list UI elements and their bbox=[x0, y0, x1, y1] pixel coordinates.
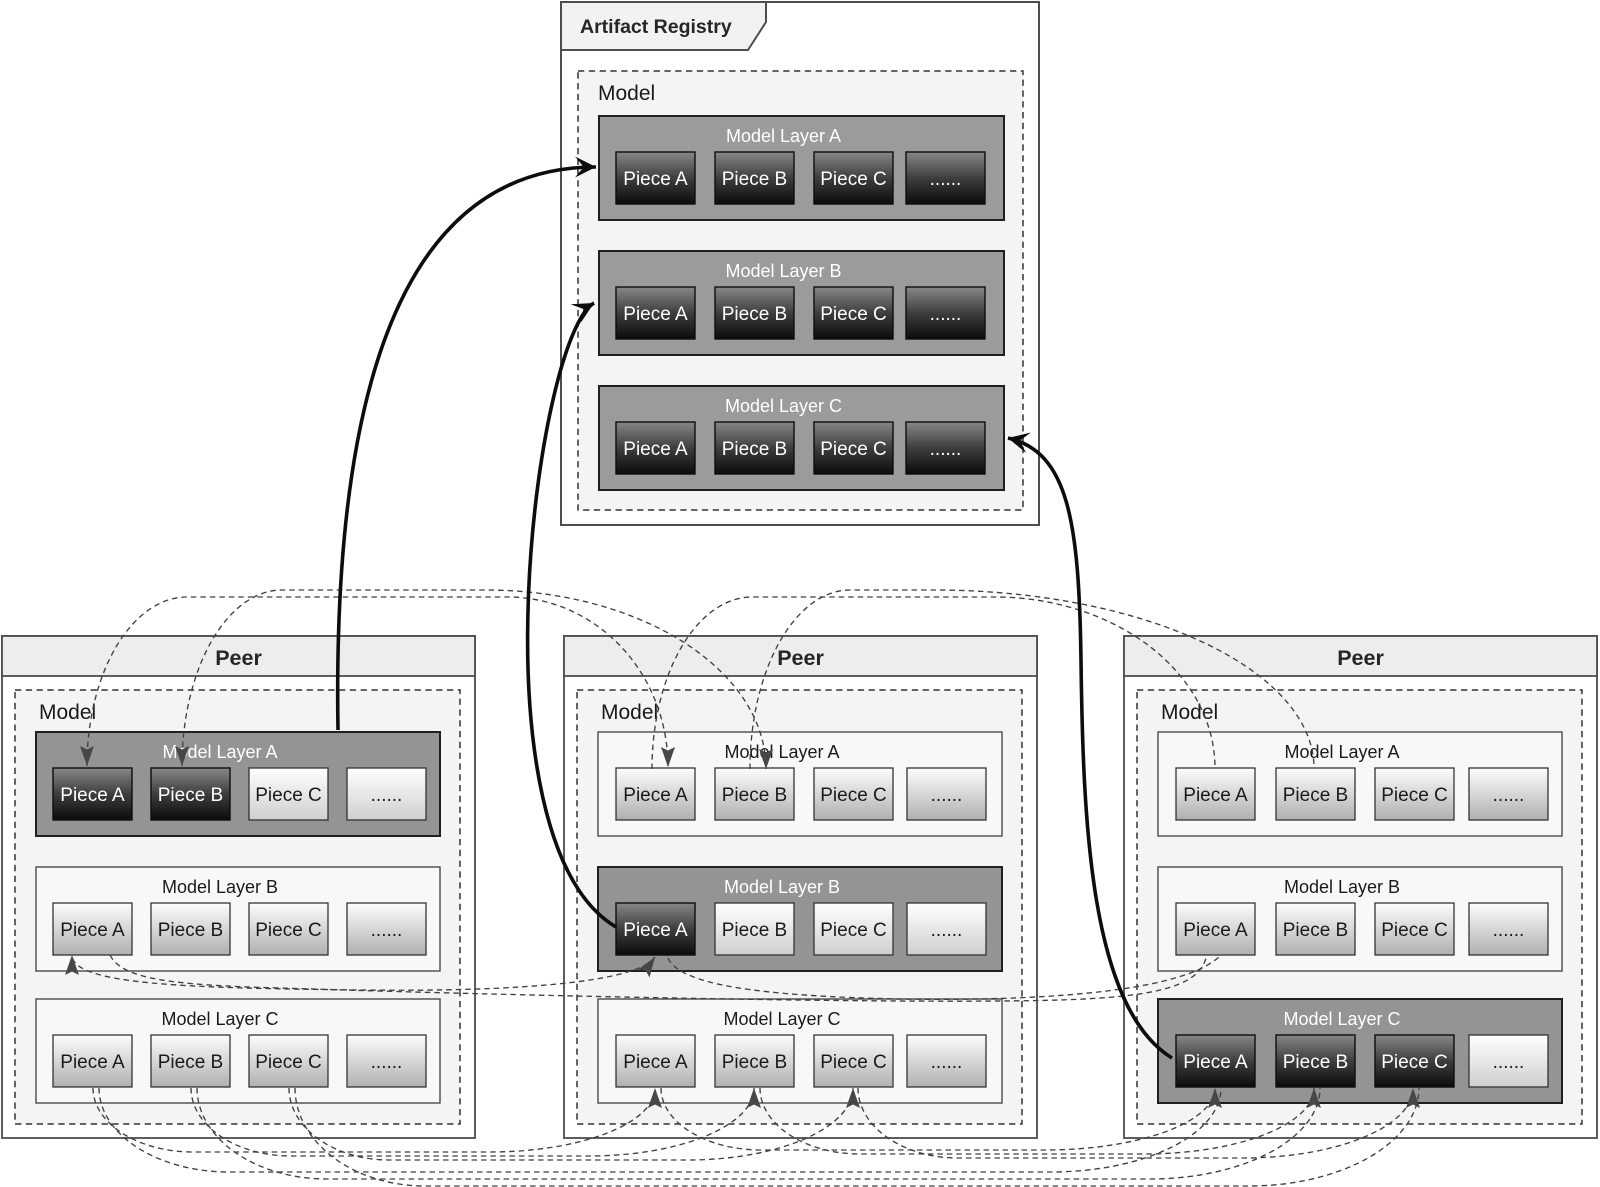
svg-text:Piece B: Piece B bbox=[722, 169, 787, 190]
svg-text:Model Layer C: Model Layer C bbox=[725, 396, 842, 416]
svg-text:Model Layer C: Model Layer C bbox=[1283, 1009, 1400, 1029]
svg-text:Model Layer A: Model Layer A bbox=[724, 742, 839, 762]
svg-text:Piece A: Piece A bbox=[1183, 1052, 1248, 1073]
svg-text:......: ...... bbox=[930, 304, 962, 325]
svg-text:Model Layer B: Model Layer B bbox=[725, 261, 841, 281]
svg-text:Peer: Peer bbox=[215, 646, 262, 670]
svg-text:Piece A: Piece A bbox=[1183, 785, 1248, 806]
svg-text:Piece C: Piece C bbox=[1381, 920, 1448, 941]
svg-text:Piece C: Piece C bbox=[820, 304, 887, 325]
svg-text:Model Layer A: Model Layer A bbox=[1284, 742, 1399, 762]
svg-text:Piece C: Piece C bbox=[1381, 785, 1448, 806]
svg-text:......: ...... bbox=[931, 920, 963, 941]
svg-text:......: ...... bbox=[371, 785, 403, 806]
svg-text:Model Layer A: Model Layer A bbox=[162, 742, 277, 762]
svg-text:Piece A: Piece A bbox=[623, 304, 688, 325]
svg-text:Model Layer B: Model Layer B bbox=[162, 877, 278, 897]
svg-text:......: ...... bbox=[931, 785, 963, 806]
svg-text:Model: Model bbox=[39, 701, 96, 724]
svg-text:Piece B: Piece B bbox=[158, 785, 223, 806]
svg-text:......: ...... bbox=[931, 1052, 963, 1073]
svg-text:Artifact Registry: Artifact Registry bbox=[580, 16, 732, 38]
svg-text:Piece B: Piece B bbox=[1283, 785, 1348, 806]
svg-text:Piece C: Piece C bbox=[820, 169, 887, 190]
svg-text:Piece B: Piece B bbox=[158, 920, 223, 941]
svg-text:Piece A: Piece A bbox=[1183, 920, 1248, 941]
svg-text:Piece A: Piece A bbox=[623, 1052, 688, 1073]
svg-text:......: ...... bbox=[1493, 1052, 1525, 1073]
svg-text:Piece B: Piece B bbox=[158, 1052, 223, 1073]
svg-text:......: ...... bbox=[371, 920, 403, 941]
svg-text:Piece C: Piece C bbox=[820, 1052, 887, 1073]
svg-text:Piece C: Piece C bbox=[820, 785, 887, 806]
svg-text:Piece A: Piece A bbox=[623, 169, 688, 190]
svg-text:Piece C: Piece C bbox=[255, 1052, 322, 1073]
svg-text:......: ...... bbox=[1493, 785, 1525, 806]
svg-text:......: ...... bbox=[371, 1052, 403, 1073]
svg-text:......: ...... bbox=[1493, 920, 1525, 941]
svg-text:Piece C: Piece C bbox=[820, 439, 887, 460]
svg-text:Piece B: Piece B bbox=[1283, 1052, 1348, 1073]
svg-text:Piece B: Piece B bbox=[722, 304, 787, 325]
svg-text:Piece B: Piece B bbox=[722, 1052, 787, 1073]
svg-text:Piece C: Piece C bbox=[1381, 1052, 1448, 1073]
svg-text:Piece C: Piece C bbox=[820, 920, 887, 941]
svg-text:Model Layer A: Model Layer A bbox=[726, 126, 841, 146]
svg-text:Piece B: Piece B bbox=[722, 785, 787, 806]
svg-text:Piece B: Piece B bbox=[722, 439, 787, 460]
svg-text:Piece B: Piece B bbox=[1283, 920, 1348, 941]
svg-text:Model: Model bbox=[598, 82, 655, 105]
svg-text:......: ...... bbox=[930, 169, 962, 190]
svg-text:Piece A: Piece A bbox=[623, 439, 688, 460]
svg-text:Piece A: Piece A bbox=[623, 785, 688, 806]
svg-text:Peer: Peer bbox=[777, 646, 824, 670]
svg-text:Peer: Peer bbox=[1337, 646, 1384, 670]
svg-text:Piece A: Piece A bbox=[60, 1052, 125, 1073]
svg-text:Model Layer C: Model Layer C bbox=[723, 1009, 840, 1029]
svg-text:Model: Model bbox=[601, 701, 658, 724]
svg-text:Piece A: Piece A bbox=[60, 920, 125, 941]
svg-text:Piece B: Piece B bbox=[722, 920, 787, 941]
svg-text:Piece C: Piece C bbox=[255, 785, 322, 806]
svg-text:Model Layer C: Model Layer C bbox=[161, 1009, 278, 1029]
svg-text:Piece C: Piece C bbox=[255, 920, 322, 941]
svg-text:......: ...... bbox=[930, 439, 962, 460]
svg-text:Model Layer B: Model Layer B bbox=[1284, 877, 1400, 897]
svg-text:Piece A: Piece A bbox=[623, 920, 688, 941]
svg-text:Model Layer B: Model Layer B bbox=[724, 877, 840, 897]
svg-text:Model: Model bbox=[1161, 701, 1218, 724]
svg-text:Piece A: Piece A bbox=[60, 785, 125, 806]
